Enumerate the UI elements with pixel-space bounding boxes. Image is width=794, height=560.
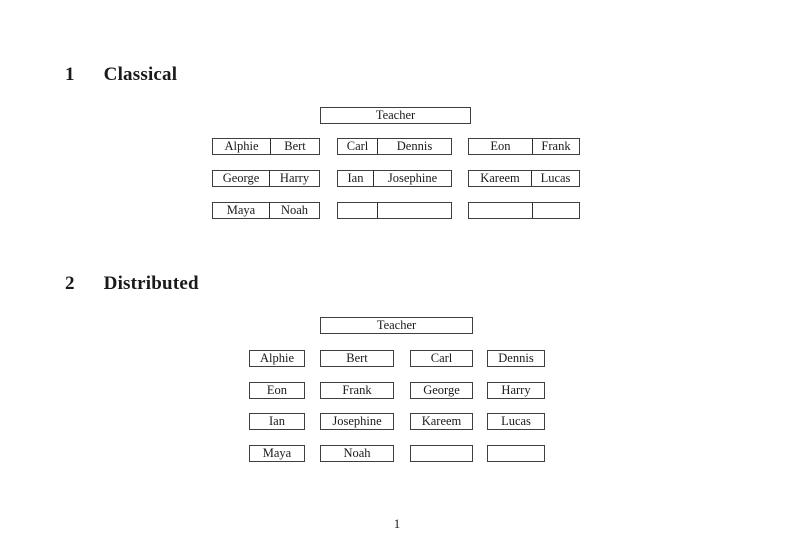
desk-empty	[410, 445, 473, 462]
desk: Harry	[487, 382, 545, 399]
section-heading-classical: 1 Classical	[65, 64, 177, 86]
seat-label: Maya	[226, 203, 256, 217]
desk-empty	[337, 202, 452, 219]
seat-label: Alphie	[224, 139, 259, 153]
seat-label: Bert	[346, 351, 368, 365]
desk: Kareem	[410, 413, 473, 430]
seat-label: Dennis	[498, 351, 534, 365]
teacher-label: Teacher	[375, 108, 416, 122]
desk: Josephine	[320, 413, 394, 430]
desk: Ian	[249, 413, 305, 430]
teacher-box: Teacher	[320, 317, 473, 334]
seat-label: Lucas	[501, 414, 531, 428]
desk: Maya	[249, 445, 305, 462]
desk: Eon	[249, 382, 305, 399]
seat-label: Josephine	[332, 414, 382, 428]
seat-label: Lucas	[531, 171, 579, 186]
teacher-label: Teacher	[376, 318, 417, 332]
seat-label: Eon	[266, 383, 288, 397]
page-number: 1	[393, 516, 401, 531]
seat-label	[377, 203, 451, 218]
seat-label: Bert	[270, 139, 319, 154]
seat-label: Maya	[262, 446, 292, 460]
seat-label: Kareem	[480, 171, 520, 185]
section-number: 1	[65, 64, 75, 85]
seat-label: Frank	[342, 383, 372, 397]
desk-empty	[468, 202, 580, 219]
desk: Eon Frank	[468, 138, 580, 155]
desk-empty	[487, 445, 545, 462]
section-number: 2	[65, 273, 75, 294]
desk: Frank	[320, 382, 394, 399]
seat-label	[532, 203, 579, 218]
desk: Lucas	[487, 413, 545, 430]
seat-label: Kareem	[421, 414, 462, 428]
seat-label: George	[423, 383, 460, 397]
seat-label: Harry	[501, 383, 531, 397]
desk: Maya Noah	[212, 202, 320, 219]
seat-label: Carl	[430, 351, 453, 365]
seat-label: Eon	[490, 139, 511, 153]
seat-label: Ian	[347, 171, 364, 185]
desk: Alphie	[249, 350, 305, 367]
section-title: Classical	[103, 64, 178, 85]
seat-label	[338, 203, 377, 218]
teacher-box: Teacher	[320, 107, 471, 124]
desk: Noah	[320, 445, 394, 462]
desk: Alphie Bert	[212, 138, 320, 155]
seat-label: Harry	[269, 171, 319, 186]
seat-label	[469, 203, 532, 218]
desk: Bert	[320, 350, 394, 367]
seat-label: Alphie	[259, 351, 295, 365]
seat-label: Carl	[346, 139, 369, 153]
desk: Ian Josephine	[337, 170, 452, 187]
seat-label: Dennis	[377, 139, 451, 154]
seat-label	[411, 446, 472, 461]
desk: George	[410, 382, 473, 399]
desk: Carl	[410, 350, 473, 367]
seat-label: George	[222, 171, 260, 185]
seat-label: Josephine	[373, 171, 451, 186]
desk: Dennis	[487, 350, 545, 367]
seat-label: Frank	[532, 139, 579, 154]
seat-label: Noah	[343, 446, 371, 460]
desk: Kareem Lucas	[468, 170, 580, 187]
seat-label: Noah	[269, 203, 319, 218]
seat-label: Ian	[269, 414, 285, 428]
desk: Carl Dennis	[337, 138, 452, 155]
section-title: Distributed	[103, 273, 199, 294]
desk: George Harry	[212, 170, 320, 187]
section-heading-distributed: 2 Distributed	[65, 273, 199, 295]
seat-label	[488, 446, 544, 461]
